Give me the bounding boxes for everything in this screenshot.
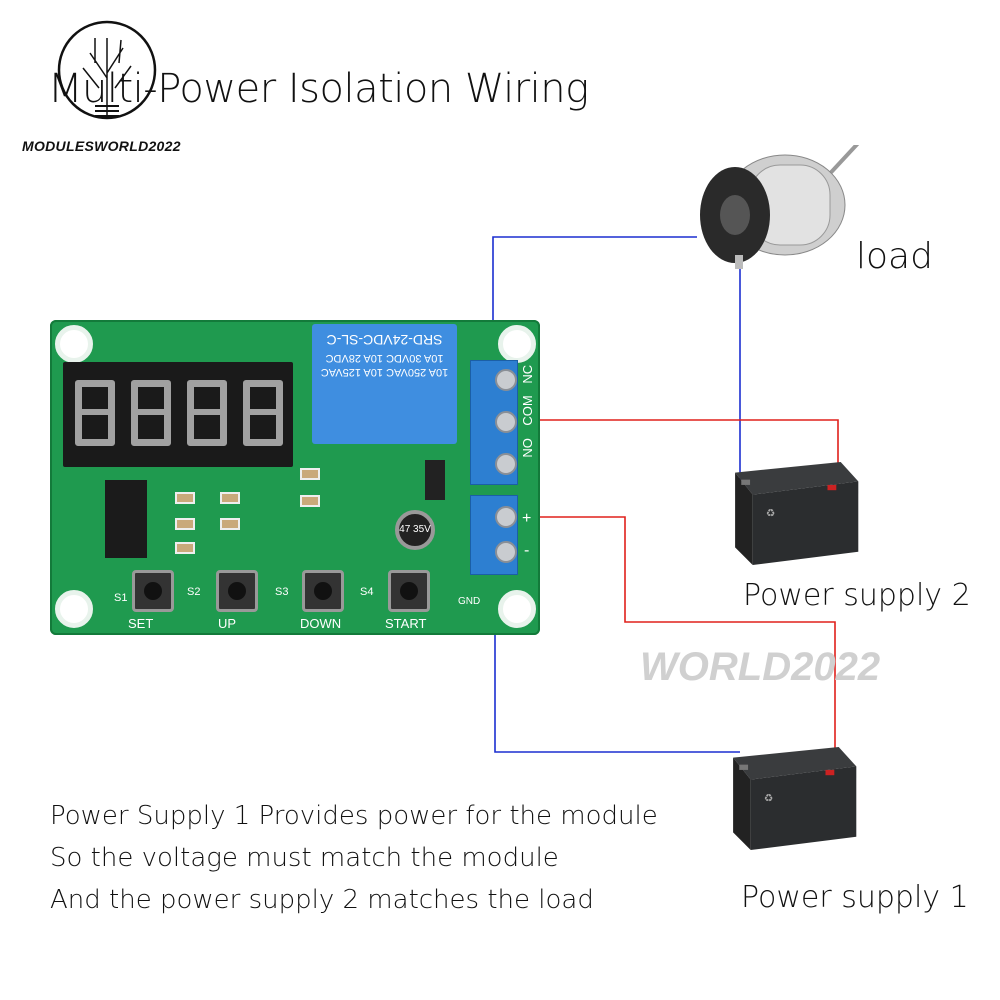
capacitor-c1: 47 35V [395, 510, 435, 550]
positive-label: + [522, 510, 532, 527]
svg-text:♻: ♻ [764, 793, 773, 805]
up-button[interactable] [216, 570, 258, 612]
nc-screw[interactable] [495, 369, 517, 391]
start-button[interactable] [388, 570, 430, 612]
description-line: So the voltage must match the module [50, 843, 559, 873]
negative-label: - [524, 542, 530, 559]
relay-model: SRD-24VDC-SL-C [326, 332, 443, 348]
ic-chip-u2 [105, 480, 147, 558]
relay-rating: 10A 250VAC 10A 125VAC [320, 366, 449, 378]
svg-text:♻: ♻ [766, 508, 775, 520]
battery-power-supply-2: ♻ [735, 462, 859, 565]
nc-label: NC [520, 365, 535, 384]
mount-hole [55, 325, 93, 363]
relay-terminal-block [470, 360, 518, 485]
power-terminal-block [470, 495, 518, 575]
description-line: Power Supply 1 Provides power for the mo… [50, 801, 658, 831]
relay: SRD-24VDC-SL-C 10A 30VDC 10A 28VDC 10A 2… [312, 324, 457, 444]
s2-label: S2 [187, 586, 201, 598]
down-label: DOWN [300, 616, 342, 631]
relay-module-board: SRD-24VDC-SL-C 10A 30VDC 10A 28VDC 10A 2… [50, 320, 540, 635]
page-title: Multi-Power Isolation Wiring [48, 66, 589, 112]
wire-positive-to-ps1-positive [495, 516, 836, 782]
down-button[interactable] [302, 570, 344, 612]
s1-label: S1 [114, 592, 128, 604]
dc-motor-load [700, 145, 860, 269]
mount-hole [498, 590, 536, 628]
start-label: START [385, 616, 427, 631]
mount-hole [55, 590, 93, 628]
brand-name: MODULESWORLD2022 [22, 138, 181, 154]
s3-label: S3 [275, 586, 289, 598]
no-screw[interactable] [495, 453, 517, 475]
mount-hole [498, 325, 536, 363]
set-button[interactable] [132, 570, 174, 612]
positive-screw[interactable] [495, 506, 517, 528]
power-supply-2-label: Power supply 2 [743, 578, 971, 613]
gnd-label: GND [458, 596, 481, 607]
battery-power-supply-1: ♻ [733, 747, 857, 850]
seven-segment-display [63, 362, 293, 467]
set-label: SET [128, 616, 154, 631]
watermark: WORLD2022 [640, 645, 881, 689]
com-screw[interactable] [495, 411, 517, 433]
description-line: And the power supply 2 matches the load [50, 885, 594, 915]
up-label: UP [218, 616, 237, 631]
brand-logo [55, 18, 159, 128]
com-label: COM [520, 395, 535, 427]
power-supply-1-label: Power supply 1 [741, 880, 969, 915]
load-label: load [856, 236, 933, 277]
description: Power Supply 1 Provides power for the mo… [50, 795, 658, 921]
negative-screw[interactable] [495, 541, 517, 563]
no-label: NO [520, 438, 535, 458]
relay-rating: 10A 30VDC 10A 28VDC [325, 352, 444, 364]
s4-label: S4 [360, 586, 374, 598]
